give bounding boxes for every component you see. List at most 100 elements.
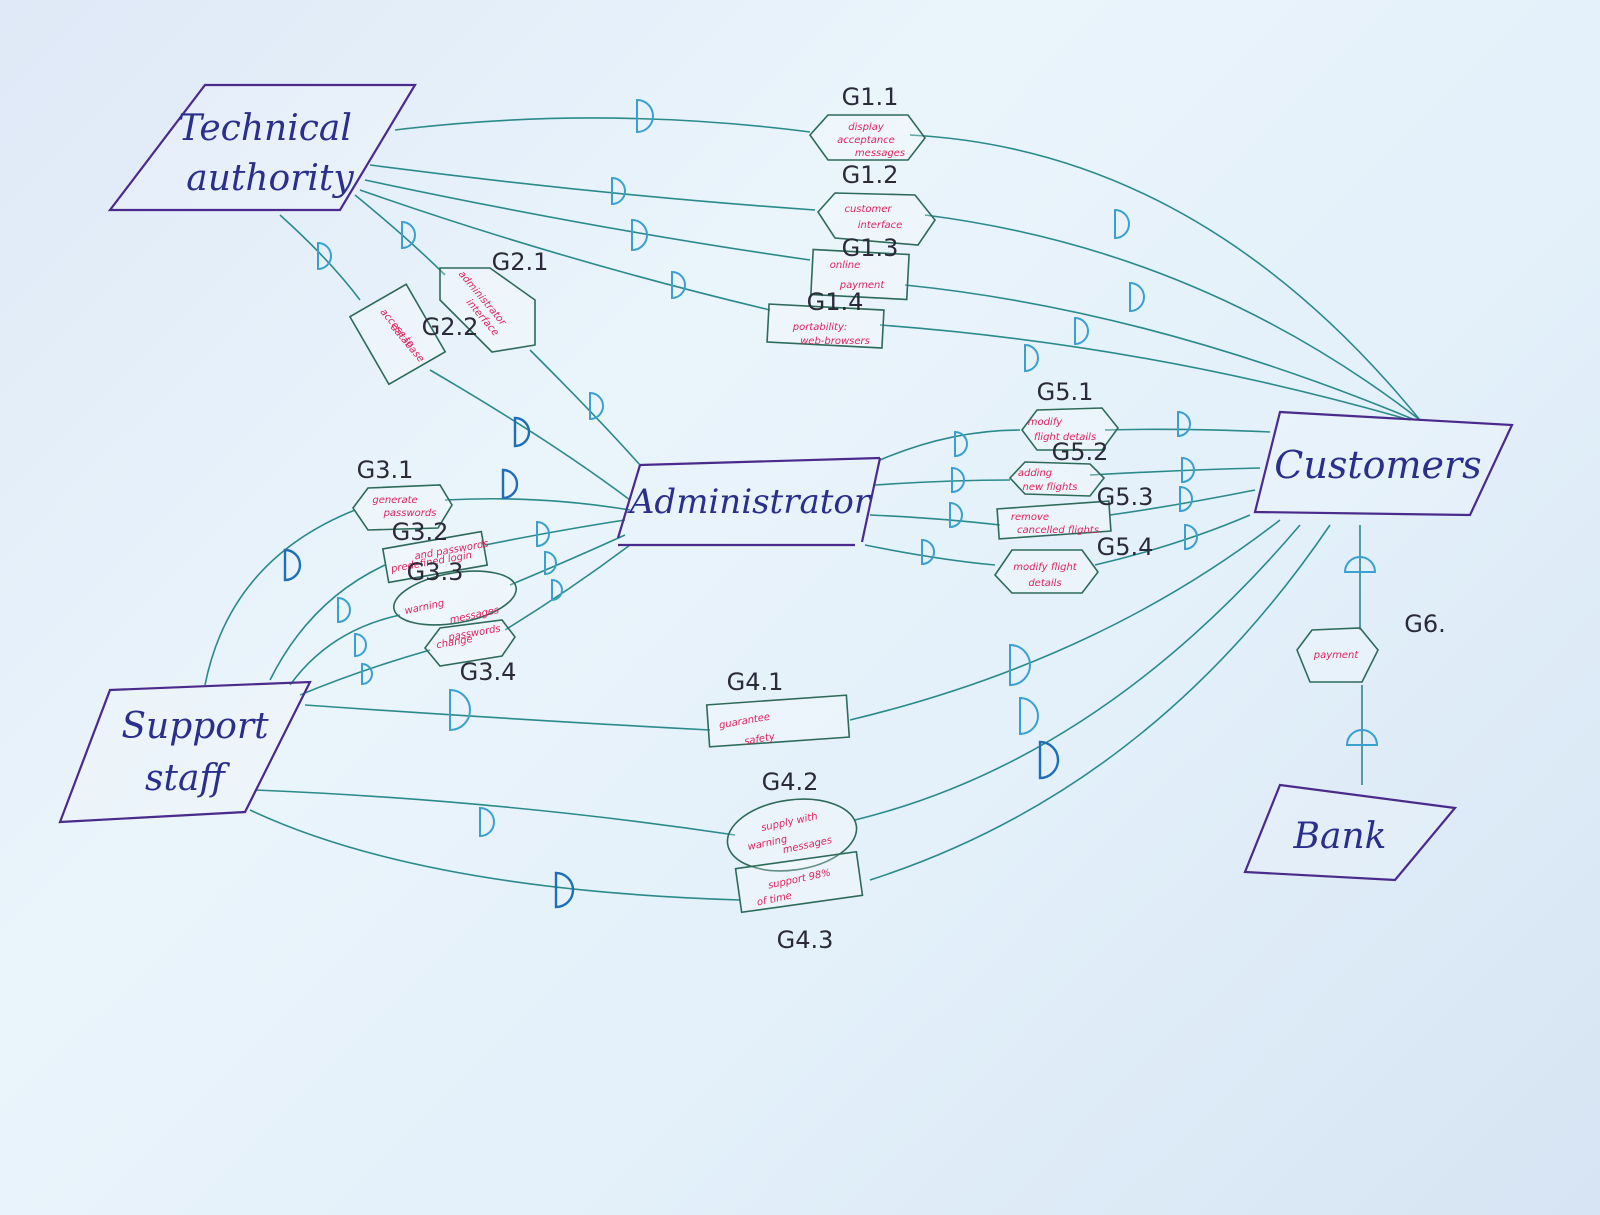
dependency-line [204,509,356,686]
goal-g4-2: G4.2 supply with warning messages [726,768,858,872]
goal-text-line: remove [1011,512,1049,523]
dependency-d-mark [1019,696,1039,736]
dependency-d-mark [1024,343,1039,373]
goal-text-line: portability: [792,322,848,333]
goal-text-line: display [848,122,885,133]
dependency-d-mark [536,520,550,548]
dependency-line [904,284,1416,421]
goal-id: G5.4 [1097,533,1154,561]
goal-g5-3: G5.3 remove cancelled flights [996,483,1153,540]
goal-id: G3.3 [407,558,464,586]
goal-shape [352,484,453,531]
goal-text-line: modify flight [1013,562,1078,573]
actor-label-line: Support [121,706,269,747]
goal-id: G1.4 [807,288,864,316]
dependency-line [354,194,446,276]
goal-g4-1: G4.1 guarantee safety [705,668,851,748]
dependency-line [269,564,386,681]
goal-text-line: customer [844,204,892,215]
goal-shape [1008,461,1106,497]
goal-g4-3: G4.3 support 98% of time [734,850,864,954]
goal-id: G2.2 [422,313,479,341]
actor-label-line: authority [186,158,354,199]
goal-text-line: passwords [383,508,437,519]
dependency-line [909,134,1421,421]
dependency-line [1089,467,1261,476]
goal-id: G1.1 [842,83,899,111]
dependency-line [854,524,1301,821]
dependency-d-mark [671,270,686,300]
dependency-d-mark [611,176,626,206]
goal-shape [392,570,518,626]
dependency-d-mark [544,550,557,576]
actor-shape [58,680,312,824]
dependency-d-mark [949,501,963,529]
goal-id: G5.2 [1052,438,1109,466]
dependency-d-mark [954,430,968,458]
dependency-line [429,369,631,501]
dependency-line [304,704,711,731]
actor-label-line: Technical [178,108,352,149]
goal-id: G3.2 [392,518,449,546]
goal-shape [423,619,516,667]
goal-text-line: flight details [1034,432,1096,443]
goal-text-line: interface [858,220,903,231]
goal-shape [381,530,489,584]
goal-g5-2: G5.2 adding new flights [1008,438,1109,497]
dependency-line [924,214,1421,421]
dependency-line [369,164,816,211]
goal-g1-1: G1.1 display acceptance messages [808,83,927,161]
goal-id: G3.1 [357,456,414,484]
dependency-line [849,519,1281,721]
goal-shape [439,267,536,353]
actor-administrator: Administrator [616,456,882,547]
dependency-d-mark [449,688,471,732]
actor-shape [107,83,417,212]
dependency-d-mark [1184,523,1198,551]
dependency-d-mark [1343,556,1377,573]
dependency-line [874,479,1011,486]
actor-border-right [860,457,882,543]
dependency-line [444,497,631,511]
dependency-line [254,789,736,836]
goal-id: G4.2 [762,768,819,796]
dependency-line [249,809,741,901]
dependency-line [529,349,641,466]
actor-border-left [616,464,642,539]
goal-text-line: new flights [1023,482,1078,493]
dependency-d-mark [479,806,495,838]
dependency-line [359,189,771,311]
goal-id: G2.1 [492,248,549,276]
dependency-line [879,429,1021,461]
dependency-d-mark [589,391,604,421]
dependency-d-mark [1009,643,1031,687]
dependency-marks [283,98,1379,909]
dependency-line [364,179,811,261]
goal-id: G4.1 [727,668,784,696]
goal-text-line: web-browsers [800,336,870,347]
goal-shape [705,694,851,748]
goal-id: G1.2 [842,161,899,189]
dependency-line [869,524,1331,881]
dependency-line [289,614,401,686]
dependency-line [1109,489,1256,516]
goal-g1-3: G1.3 online payment [810,234,910,301]
dependency-line [1104,428,1271,433]
dependency-d-mark [1114,208,1130,240]
dependency-d-mark [354,632,367,658]
goal-shape [816,192,936,246]
goal-text-line: online [830,260,861,271]
goal-shape [734,850,864,914]
actor-bank: Bank [1243,783,1458,882]
actor-technical-authority: Technical authority [107,83,417,212]
dependency-line [864,544,996,566]
dependency-d-mark [1074,316,1089,346]
dependency-d-mark [1179,485,1193,513]
goal-id: G3.4 [460,658,517,686]
goal-text-line: cancelled flights [1017,525,1099,536]
goal-shape [726,798,858,872]
goal-shape [348,283,447,386]
actor-label-line: Administrator [627,482,872,522]
dependency-d-mark [921,538,935,566]
